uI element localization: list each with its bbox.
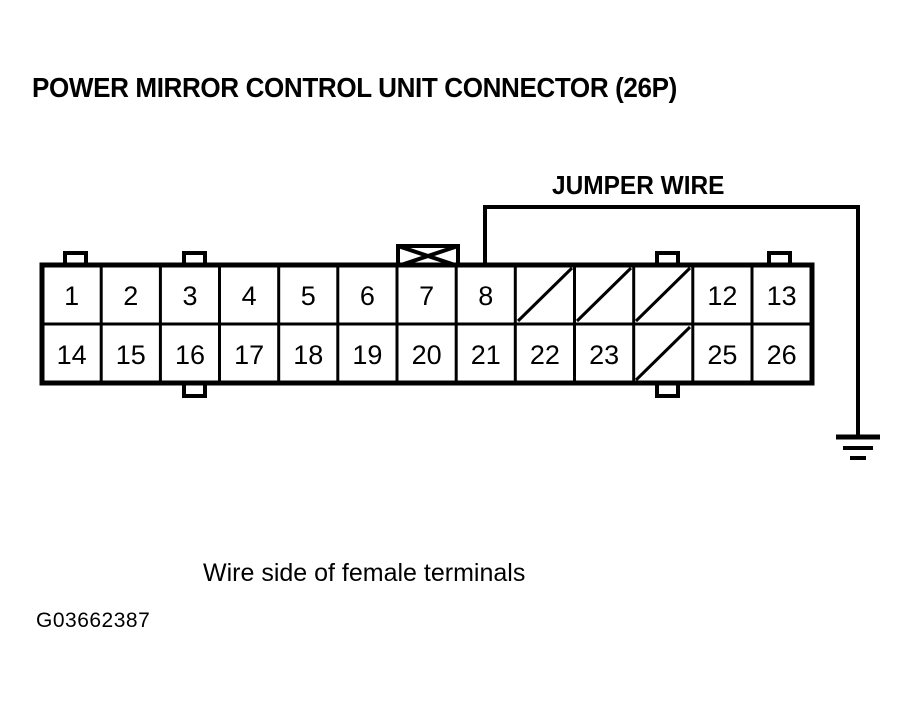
pin-number: 18 <box>293 340 323 370</box>
pin-number: 23 <box>589 340 619 370</box>
top-row-pin-numbers: 1 2 3 4 5 6 7 8 12 13 <box>64 281 797 311</box>
pin-number: 1 <box>64 281 79 311</box>
pin-number: 16 <box>175 340 205 370</box>
pin-number: 25 <box>707 340 737 370</box>
jumper-wire-label: JUMPER WIRE <box>552 170 725 200</box>
pin-number: 14 <box>57 340 87 370</box>
figure-id: G03662387 <box>36 609 151 632</box>
pin-number: 2 <box>123 281 138 311</box>
blank-cell-diagonals-top <box>516 266 692 323</box>
pin-number: 3 <box>182 281 197 311</box>
pin-number: 13 <box>767 281 797 311</box>
pin-number: 26 <box>767 340 797 370</box>
blank-cell-diagonals-bottom <box>634 325 692 382</box>
pin-number: 19 <box>352 340 382 370</box>
pin-number: 20 <box>412 340 442 370</box>
ground-symbol <box>836 434 880 460</box>
pin-number: 5 <box>301 281 316 311</box>
bottom-tabs <box>182 383 680 398</box>
pin-number: 8 <box>478 281 493 311</box>
pin-number: 22 <box>530 340 560 370</box>
pin-number: 15 <box>116 340 146 370</box>
pin-number: 7 <box>419 281 434 311</box>
pin-number: 17 <box>234 340 264 370</box>
pin-number: 4 <box>242 281 257 311</box>
pin-number: 6 <box>360 281 375 311</box>
pin-number: 21 <box>471 340 501 370</box>
bottom-row-pin-numbers: 14 15 16 17 18 19 20 21 22 23 25 26 <box>57 340 797 370</box>
page-title: POWER MIRROR CONTROL UNIT CONNECTOR (26P… <box>32 72 677 103</box>
figure-caption: Wire side of female terminals <box>203 559 526 587</box>
column-dividers <box>99 265 754 383</box>
pin-number: 12 <box>707 281 737 311</box>
jumper-wire-path <box>483 205 860 437</box>
